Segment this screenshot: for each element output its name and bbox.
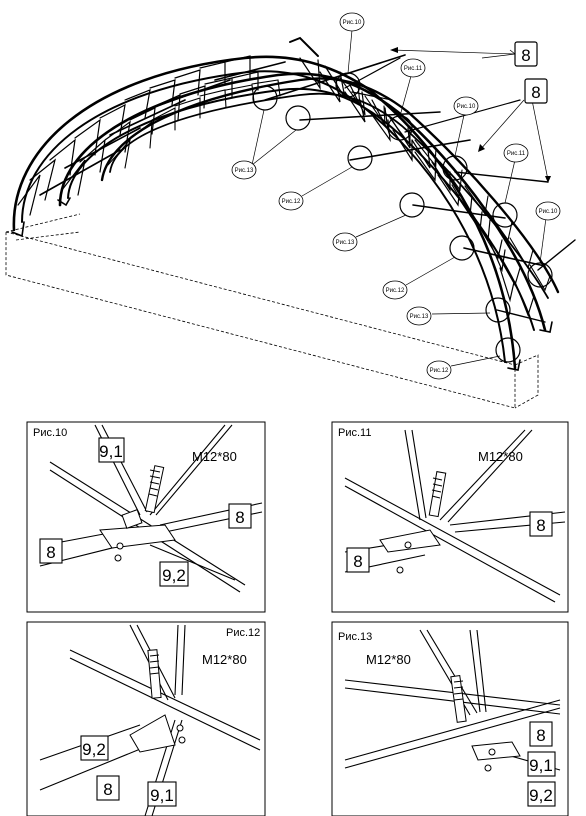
callout-label: Рис.12 <box>386 288 405 294</box>
part-number: 9,2 <box>82 740 106 759</box>
callout-bubble: Рис.11 <box>400 58 426 78</box>
bolt <box>147 649 162 699</box>
part-number: 8 <box>521 46 530 65</box>
bolt <box>450 674 467 723</box>
panel-title: Рис.12 <box>226 627 260 639</box>
callout-bubble: Рис.10 <box>535 201 561 221</box>
part-number: 8 <box>531 83 540 102</box>
bolt-label: M12*80 <box>202 652 247 667</box>
part-label: 8 <box>529 511 553 537</box>
callout-bubble: Рис.10 <box>453 96 479 116</box>
bracket-plate <box>99 509 176 562</box>
part-label: 9,2 <box>527 781 556 807</box>
callout-bubble: Рис.13 <box>231 160 257 180</box>
callout-label: Рис.13 <box>336 240 355 246</box>
part-number: 9,1 <box>150 786 174 805</box>
part-number: 9,1 <box>99 442 123 461</box>
bolt <box>144 465 165 514</box>
foundation-outline <box>5 213 539 409</box>
callout-bubble: Рис.11 <box>503 143 529 163</box>
panel-title: Рис.13 <box>338 631 372 643</box>
overview-part-label: 8 <box>514 41 538 67</box>
callout-group: Рис.10 Рис.11 Рис.10 Рис.11 Рис.10 Рис.1… <box>231 12 561 380</box>
bolt-label: M12*80 <box>192 449 237 464</box>
callout-bubble: Рис.12 <box>382 280 408 300</box>
part-number: 9,1 <box>529 756 553 775</box>
part-label: 9,2 <box>80 735 109 761</box>
callout-label: Рис.10 <box>539 209 558 215</box>
part-label: 8 <box>96 775 120 801</box>
bracket-plate <box>379 529 441 574</box>
bolt-label: M12*80 <box>366 652 411 667</box>
bolt-label: M12*80 <box>478 449 523 464</box>
arrowheads <box>390 47 551 183</box>
part-number: 9,2 <box>162 566 186 585</box>
callout-label: Рис.10 <box>343 20 362 26</box>
part-number: 8 <box>536 726 545 745</box>
callout-label: Рис.12 <box>282 199 301 205</box>
detail-panel-fig11: Рис.11 M12*80 8 8 <box>331 421 569 613</box>
part-label: 9,1 <box>147 781 177 807</box>
callout-label: Рис.12 <box>430 368 449 374</box>
part-label: 8 <box>228 503 252 529</box>
detail-panel-fig10: Рис.10 M12*80 9,1 8 8 9,2 <box>26 421 266 613</box>
bolt <box>428 471 447 518</box>
callout-bubble: Рис.10 <box>339 12 365 32</box>
callout-bubble: Рис.12 <box>278 191 304 211</box>
bracket-plate <box>471 741 521 772</box>
overview-part-label: 8 <box>524 78 548 104</box>
part-label: 9,1 <box>98 437 125 463</box>
part-label: 9,2 <box>159 561 189 587</box>
part-number: 8 <box>536 516 545 535</box>
part-number: 8 <box>103 780 112 799</box>
detail-panel-fig13: Рис.13 M12*80 8 9,1 9,2 <box>331 621 569 816</box>
panel-title: Рис.11 <box>338 427 371 439</box>
part-label: 9,1 <box>527 751 556 777</box>
bracket-plate <box>129 714 186 753</box>
callout-label: Рис.10 <box>457 104 476 110</box>
leader-lines <box>251 29 549 367</box>
part-label: 8 <box>39 538 63 564</box>
callout-label: Рис.13 <box>410 314 429 320</box>
callout-bubble: Рис.13 <box>406 306 432 326</box>
part-label: 8 <box>529 721 553 747</box>
detail-panel-fig12: Рис.12 M12*80 9,2 8 9,1 <box>26 621 266 816</box>
part-number: 9,2 <box>529 786 553 805</box>
part-label: 8 <box>346 547 370 573</box>
part-number: 8 <box>353 552 362 571</box>
callout-bubble: Рис.12 <box>426 360 452 380</box>
panel-title: Рис.10 <box>33 427 67 439</box>
part-number: 8 <box>235 508 244 527</box>
part-number: 8 <box>46 543 55 562</box>
connection-markers <box>252 72 553 363</box>
callout-bubble: Рис.13 <box>332 232 358 252</box>
callout-label: Рис.11 <box>507 151 526 157</box>
callout-label: Рис.11 <box>404 66 423 72</box>
callout-label: Рис.13 <box>235 168 254 174</box>
